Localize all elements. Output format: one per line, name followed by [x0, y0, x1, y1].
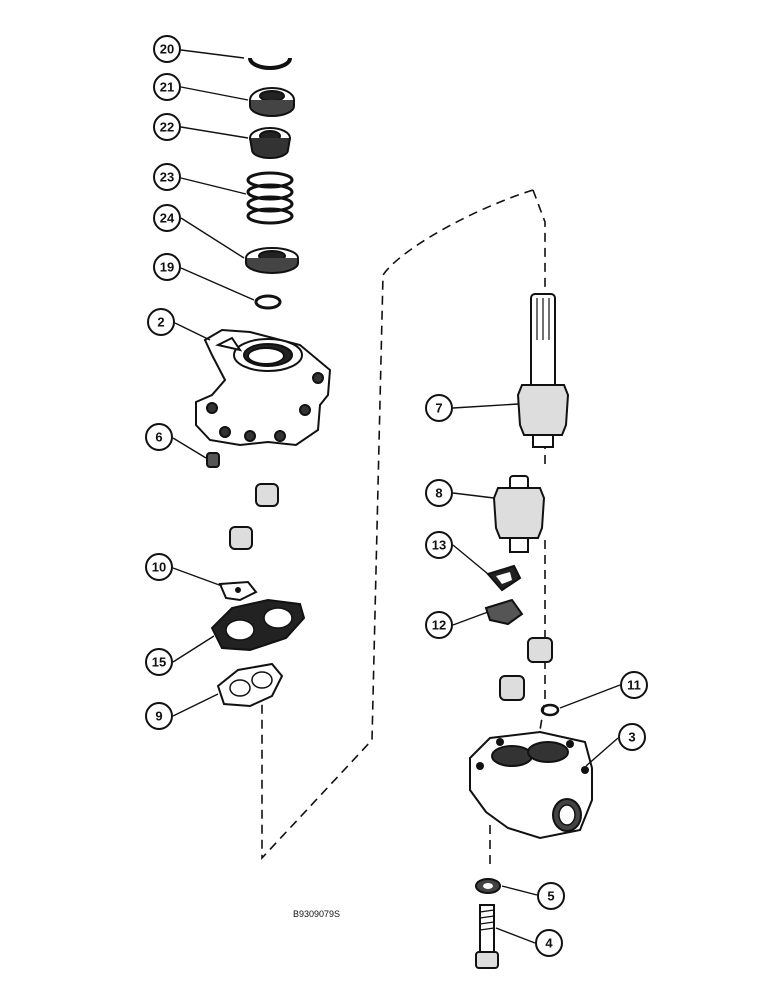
pump-body-part	[469, 730, 593, 840]
dowel-pin-part	[206, 452, 220, 468]
leader-lines	[172, 49, 621, 944]
washer-part	[475, 878, 501, 894]
svg-text:2: 2	[157, 315, 164, 330]
callout-22: 22	[153, 113, 181, 141]
bushing-part	[229, 483, 279, 550]
document-code: B9309079S	[293, 909, 340, 919]
spring-seat-part	[245, 247, 299, 274]
callout-8: 8	[425, 479, 453, 507]
svg-text:10: 10	[152, 560, 166, 575]
callout-9: 9	[145, 702, 173, 730]
svg-text:22: 22	[160, 120, 174, 135]
callout-2: 2	[147, 308, 175, 336]
key-part	[484, 598, 524, 626]
svg-text:4: 4	[545, 936, 553, 951]
svg-text:7: 7	[435, 401, 442, 416]
svg-text:8: 8	[435, 486, 442, 501]
callout-24: 24	[153, 204, 181, 232]
svg-text:15: 15	[152, 655, 166, 670]
cap-screw-part	[475, 904, 499, 969]
callout-21: 21	[153, 73, 181, 101]
svg-text:9: 9	[155, 709, 162, 724]
plate-part	[216, 662, 284, 708]
o-ring-part	[540, 703, 560, 717]
callout-10: 10	[145, 553, 173, 581]
callout-11: 11	[620, 671, 648, 699]
callout-6: 6	[145, 423, 173, 451]
callout-23: 23	[153, 163, 181, 191]
callout-15: 15	[145, 648, 173, 676]
svg-text:23: 23	[160, 170, 174, 185]
gasket-part	[210, 598, 306, 652]
seal-retainer-part	[249, 127, 291, 159]
bushing-part	[499, 637, 553, 701]
retaining-ring-part	[254, 294, 282, 310]
svg-text:5: 5	[547, 889, 554, 904]
svg-text:24: 24	[160, 211, 175, 226]
callout-7: 7	[425, 394, 453, 422]
svg-text:13: 13	[432, 538, 446, 553]
callout-20: 20	[153, 35, 181, 63]
svg-text:19: 19	[160, 260, 174, 275]
plate-part	[218, 580, 258, 602]
drive-gear-shaft-part	[516, 293, 570, 448]
seal-part	[249, 87, 295, 117]
svg-text:11: 11	[627, 678, 641, 693]
svg-text:3: 3	[628, 730, 635, 745]
svg-text:6: 6	[155, 430, 162, 445]
assembly-line	[261, 189, 546, 861]
svg-text:12: 12	[432, 618, 446, 633]
callout-19: 19	[153, 253, 181, 281]
svg-text:21: 21	[160, 80, 174, 95]
svg-text:20: 20	[160, 42, 174, 57]
snap-ring-part	[248, 57, 292, 70]
key-part	[486, 564, 522, 592]
callout-5: 5	[537, 882, 565, 910]
callout-12: 12	[425, 611, 453, 639]
driven-gear-part	[492, 475, 546, 553]
callout-13: 13	[425, 531, 453, 559]
spring-part	[246, 171, 294, 225]
pump-cover-part	[195, 328, 332, 447]
callout-3: 3	[618, 723, 646, 751]
callout-4: 4	[535, 929, 563, 957]
